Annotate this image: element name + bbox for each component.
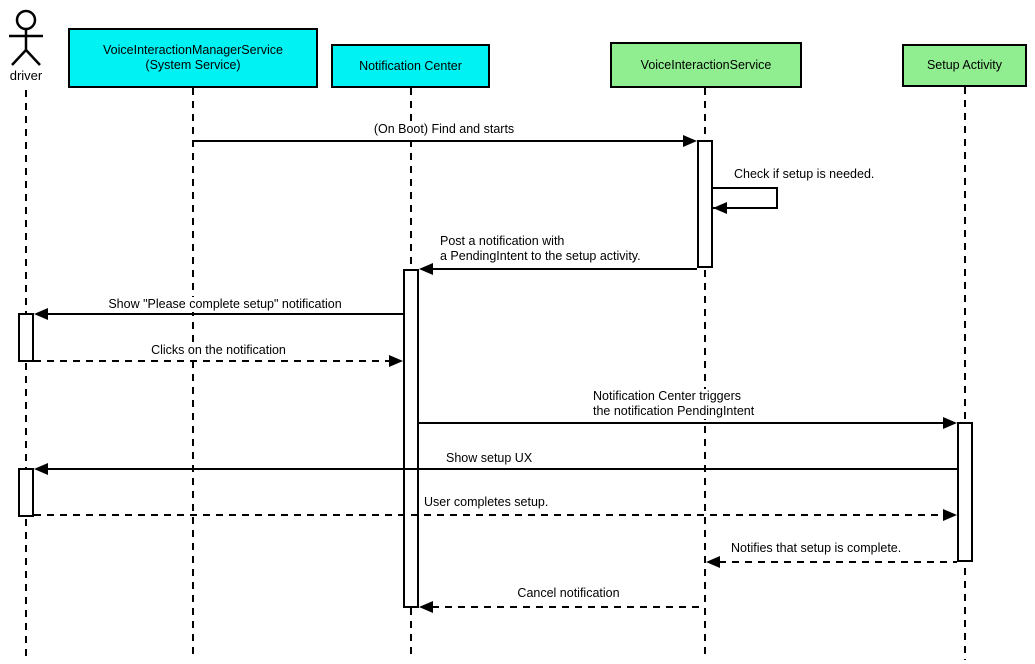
lifeline-voice-interaction-service — [704, 88, 706, 660]
message-line-on-boot — [194, 140, 686, 142]
lifeline-driver — [25, 90, 27, 660]
arrowhead-triggers-pendingintent — [943, 417, 957, 429]
message-line-check-setup — [713, 187, 778, 209]
message-label-clicks-notification: Clicks on the notification — [149, 343, 288, 358]
arrowhead-clicks-notification — [389, 355, 403, 367]
message-line-cancel-notification — [432, 606, 705, 608]
message-line-post-notification — [432, 268, 697, 270]
participant-voice-interaction-manager-service: VoiceInteractionManagerService (System S… — [68, 28, 318, 88]
message-label-notifies-setup-complete: Notifies that setup is complete. — [729, 541, 904, 556]
participant-notification-center: Notification Center — [331, 44, 490, 88]
participant-voice-interaction-service: VoiceInteractionService — [610, 42, 802, 88]
arrowhead-on-boot — [683, 135, 697, 147]
message-label-on-boot: (On Boot) Find and starts — [371, 122, 517, 137]
actor-name: driver — [9, 68, 43, 83]
activation-notification-center — [403, 269, 419, 608]
participant-label: VoiceInteractionManagerService (System S… — [103, 43, 283, 72]
participant-label: Notification Center — [359, 58, 462, 73]
message-line-clicks-notification — [34, 360, 390, 362]
message-label-user-completes-setup: User completes setup. — [422, 495, 551, 510]
activation-driver-1 — [18, 313, 34, 362]
lifeline-setup-activity — [964, 87, 966, 660]
arrowhead-show-setup-notification — [34, 308, 48, 320]
message-label-post-notification: Post a notification with a PendingIntent… — [438, 234, 643, 264]
arrowhead-user-completes-setup — [943, 509, 957, 521]
participant-setup-activity: Setup Activity — [902, 44, 1027, 87]
participant-label: VoiceInteractionService — [640, 57, 772, 72]
message-line-triggers-pendingintent — [419, 422, 944, 424]
message-label-triggers-pendingintent: Notification Center triggers the notific… — [591, 389, 757, 419]
message-label-cancel-notification: Cancel notification — [515, 586, 622, 601]
arrowhead-notifies-setup-complete — [706, 556, 720, 568]
participant-label: Setup Activity — [926, 58, 1003, 72]
arrowhead-check-setup — [713, 202, 727, 214]
message-line-notifies-setup-complete — [719, 561, 957, 563]
message-line-user-completes-setup — [34, 514, 944, 516]
actor-figure-icon — [9, 9, 43, 66]
activation-voice-interaction-service — [697, 140, 713, 268]
message-label-check-setup: Check if setup is needed. — [732, 167, 877, 182]
activation-setup-activity — [957, 422, 973, 562]
arrowhead-cancel-notification — [419, 601, 433, 613]
lifeline-voice-interaction-manager-service — [192, 88, 194, 660]
message-line-show-setup-notification — [47, 313, 403, 315]
message-label-show-setup-ux: Show setup UX — [444, 451, 535, 466]
message-line-show-setup-ux — [47, 468, 957, 470]
arrowhead-show-setup-ux — [34, 463, 48, 475]
arrowhead-post-notification — [419, 263, 433, 275]
message-label-show-setup-notification: Show "Please complete setup" notificatio… — [106, 297, 344, 312]
activation-driver-2 — [18, 468, 34, 517]
